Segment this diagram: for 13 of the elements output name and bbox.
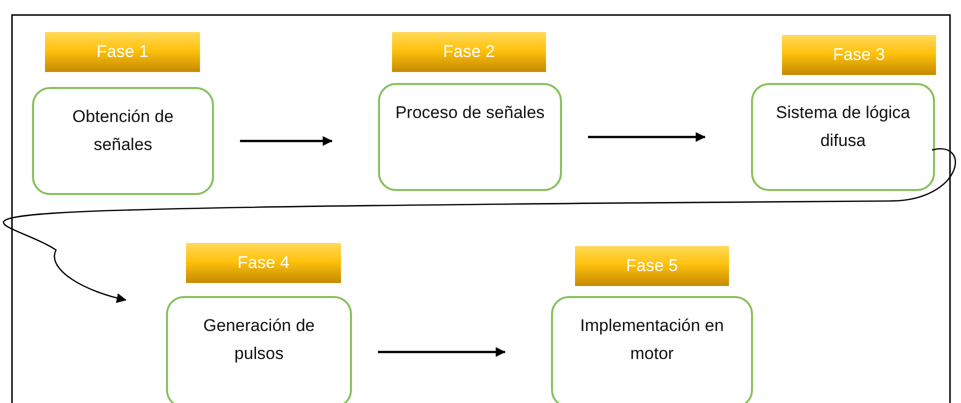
arrow xyxy=(588,132,706,142)
phase-label-bar: Fase 2 xyxy=(392,32,546,72)
process-box: Generación de pulsos xyxy=(166,296,352,403)
arrow xyxy=(378,347,506,357)
process-box: Proceso de señales xyxy=(378,83,562,191)
phase-label-bar: Fase 3 xyxy=(782,35,936,75)
arrow xyxy=(240,136,333,146)
phase-label-bar: Fase 5 xyxy=(575,246,729,286)
process-box: Obtención de señales xyxy=(32,87,214,195)
process-box: Sistema de lógica difusa xyxy=(751,83,935,191)
phase-label-bar: Fase 1 xyxy=(45,32,200,72)
phase-label-bar: Fase 4 xyxy=(186,243,341,283)
process-box: Implementación en motor xyxy=(551,296,753,403)
